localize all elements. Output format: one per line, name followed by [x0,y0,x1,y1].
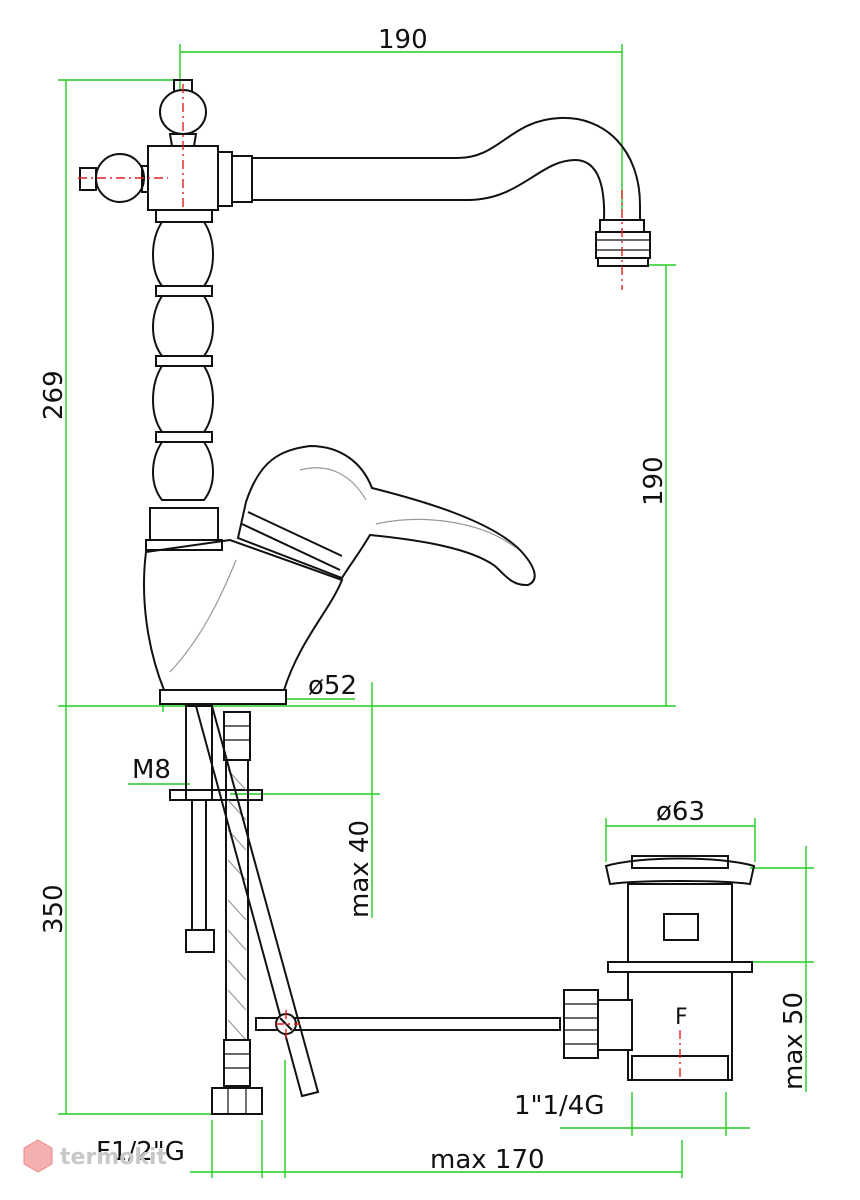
under-length-label: 350 [39,884,69,934]
under-sink-parts: F [169,705,756,1115]
max-thickness-label: max 40 [345,820,375,918]
hose-thread-label: F1/2"G [96,1137,185,1167]
waste-max-height-label: max 50 [779,992,809,1090]
spout-height-label: 190 [639,456,669,506]
dimension-lines [58,44,814,1178]
waste-mark: F [675,1005,688,1030]
rod-max-label: max 170 [430,1145,545,1175]
center-lines [78,84,681,1080]
waste-thread-label: 1"1/4G [514,1091,605,1121]
faucet-outline [79,79,651,705]
total-height-label: 269 [39,370,69,420]
stud-thread-label: M8 [132,755,171,785]
waste-diameter-label: ø63 [656,797,705,827]
watermark: termokit [23,1139,167,1173]
spout-reach-label: 190 [378,25,428,55]
base-diameter-label: ø52 [308,671,357,701]
watermark-text: termokit [60,1145,167,1170]
watermark-logo-icon [23,1139,53,1173]
